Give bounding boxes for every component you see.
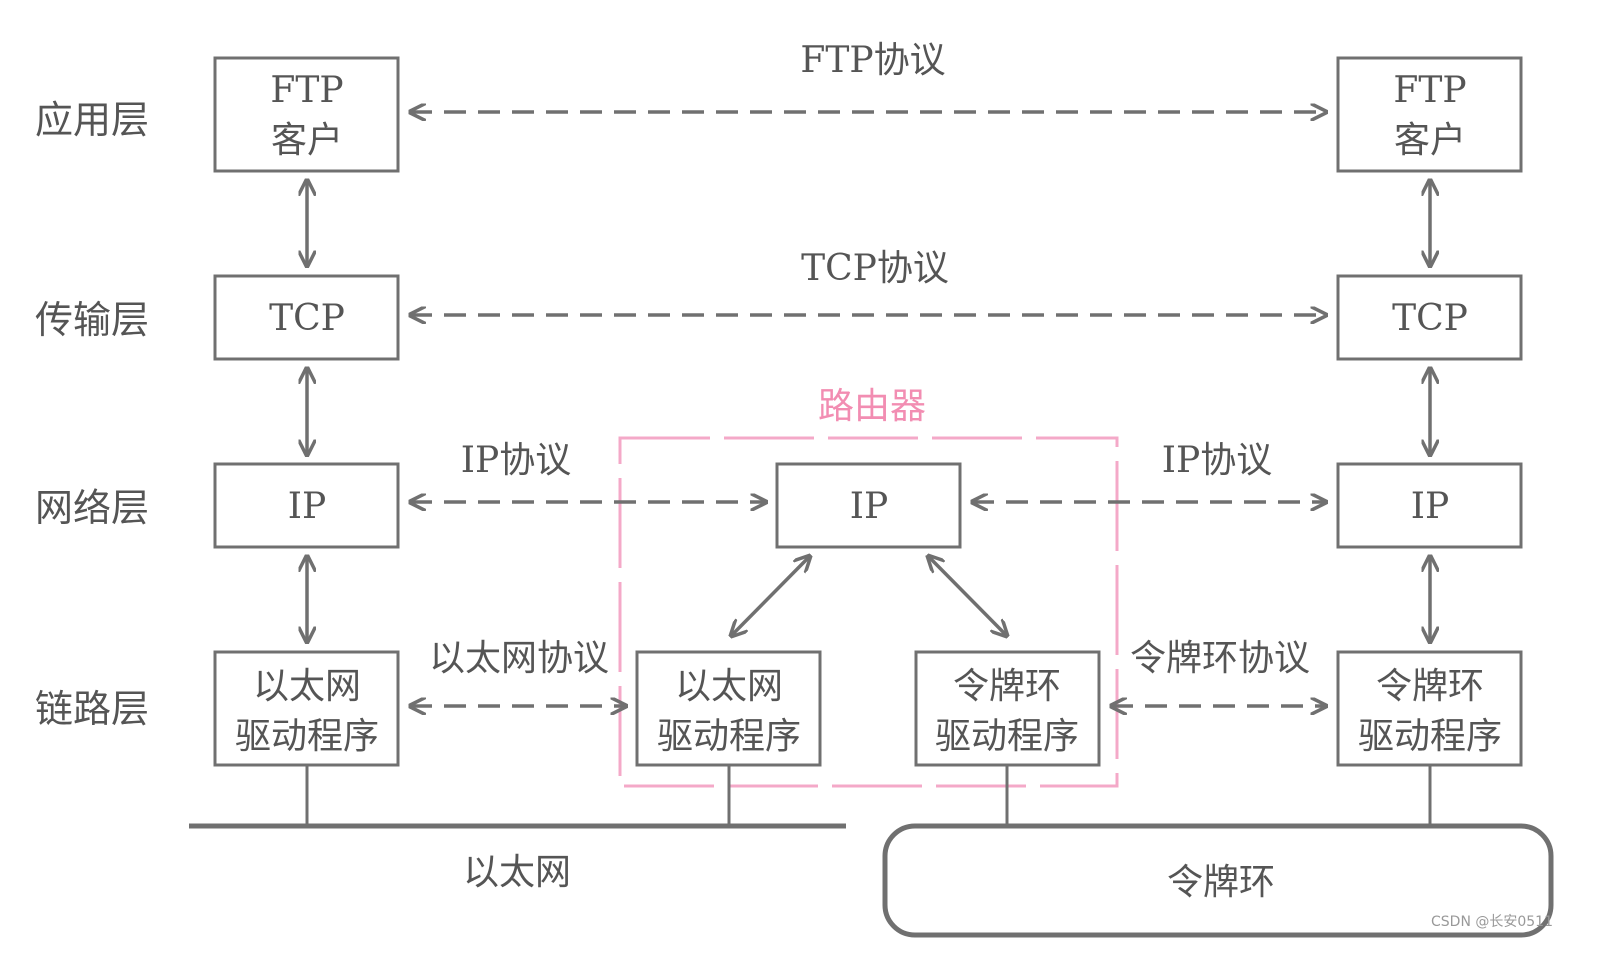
left-ftp-client-line1: FTP [270,70,343,111]
layer-label-application: 应用层 [35,98,149,142]
token-ring-network-label: 令牌环 [1167,862,1275,903]
tcp-protocol-label: TCP协议 [801,248,949,289]
right-ftp-client-line2: 客户 [1394,120,1466,161]
left-tcp-label: TCP [269,298,345,339]
router-token-ring-driver-line2: 驱动程序 [935,716,1079,757]
ip-protocol-left-label: IP协议 [461,440,571,481]
left-ethernet-driver-line1: 以太网 [253,666,361,707]
right-ip-box [1336,462,1523,549]
left-ethernet-driver-line2: 驱动程序 [235,716,379,757]
router-ip-box [775,462,962,549]
right-tcp-label: TCP [1392,298,1468,339]
ip-protocol-right-label: IP协议 [1162,440,1272,481]
ethernet-network-label: 以太网 [463,852,571,893]
right-ip-label: IP [1411,486,1449,527]
right-ftp-client-box [1336,56,1523,173]
router-token-ring-driver-line1: 令牌环 [953,666,1061,707]
router-ethernet-driver-box [635,650,822,767]
router-ip-label: IP [850,486,888,527]
left-tcp-box [213,274,400,361]
ethernet-protocol-label: 以太网协议 [429,638,609,679]
left-ip-label: IP [288,486,326,527]
router-boundary [618,436,1119,788]
left-ip-box [213,462,400,549]
router-ip-ethernet-arrow [731,556,810,636]
layer-label-link: 链路层 [35,687,149,731]
layer-label-network: 网络层 [35,486,149,530]
right-ftp-client-line1: FTP [1393,70,1466,111]
left-ftp-client-line2: 客户 [271,120,343,161]
router-label: 路由器 [818,386,926,427]
router-ethernet-driver-line1: 以太网 [675,666,783,707]
watermark-text: CSDN @长安0511 [1431,914,1553,930]
right-token-ring-driver-line1: 令牌环 [1376,666,1484,707]
layer-label-transport: 传输层 [35,298,149,342]
right-tcp-box [1336,274,1523,361]
token-ring-protocol-label: 令牌环协议 [1130,638,1310,679]
ftp-protocol-label: FTP协议 [800,40,945,81]
token-ring-loop [882,823,1554,938]
right-token-ring-driver-line2: 驱动程序 [1358,716,1502,757]
router-ip-token-ring-arrow [928,556,1007,636]
router-token-ring-driver-box [914,650,1101,767]
left-ethernet-driver-box [213,650,400,767]
router-ethernet-driver-line2: 驱动程序 [657,716,801,757]
left-ftp-client-box [213,56,400,173]
right-token-ring-driver-box [1336,650,1523,767]
